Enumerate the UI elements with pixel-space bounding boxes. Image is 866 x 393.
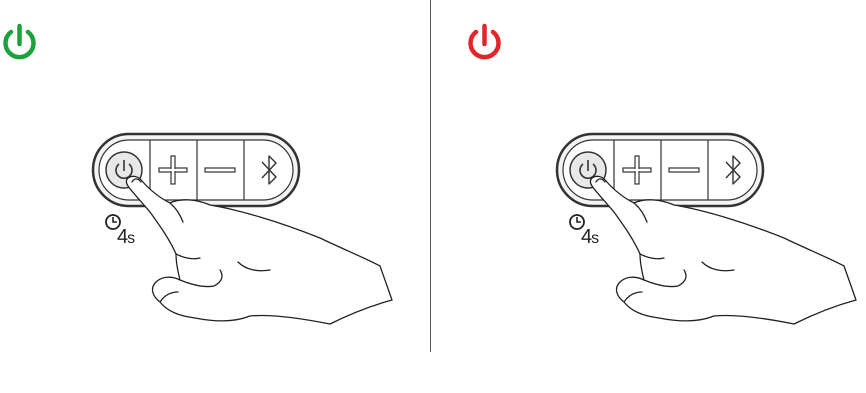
- panel-power-on: 4s: [0, 0, 432, 393]
- minus-icon: [669, 168, 699, 172]
- panel-illustration: [0, 0, 432, 393]
- hold-time-unit: s: [591, 230, 598, 247]
- hold-time-unit: s: [127, 230, 134, 247]
- status-power-icon: [471, 26, 499, 57]
- volume-down-button[interactable]: [669, 168, 699, 172]
- minus-icon: [205, 168, 235, 172]
- hold-duration-label: 4s: [117, 226, 134, 249]
- panel-illustration: [432, 0, 864, 393]
- panel-power-off: 4s: [432, 0, 864, 393]
- hold-duration-label: 4s: [581, 226, 598, 249]
- hold-time-value: 4: [581, 226, 591, 248]
- volume-down-button[interactable]: [205, 168, 235, 172]
- status-power-icon: [6, 26, 34, 57]
- hold-time-value: 4: [117, 226, 127, 248]
